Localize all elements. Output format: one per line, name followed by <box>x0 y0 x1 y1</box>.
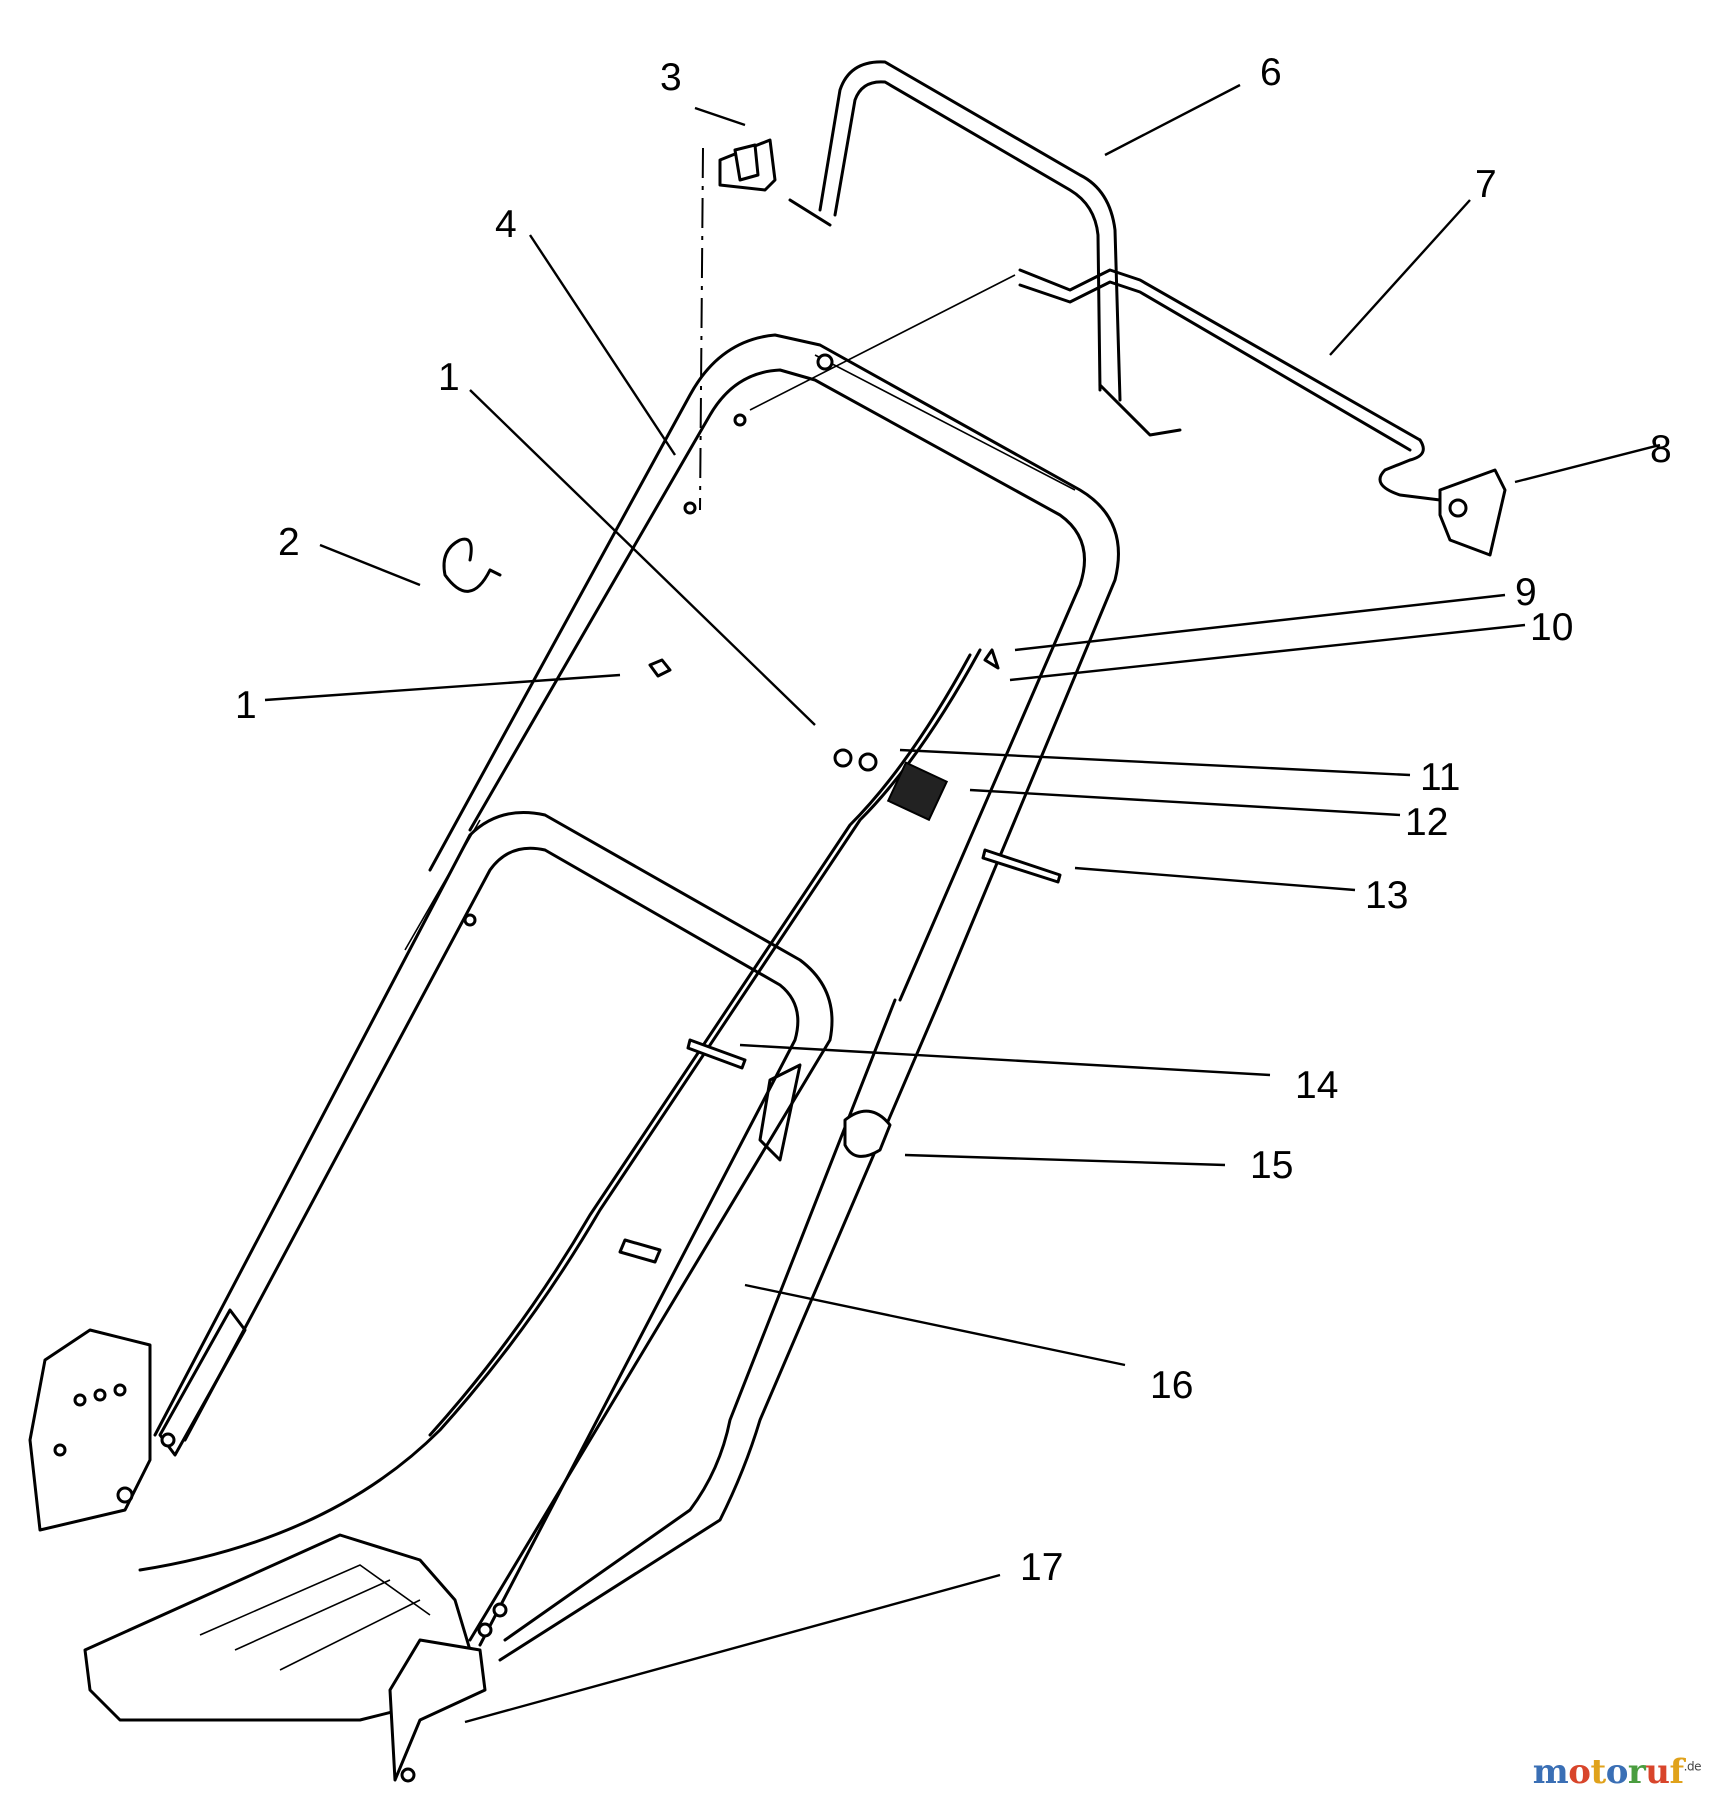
callout-4: 3 <box>660 56 682 99</box>
callout-9: 9 <box>1515 571 1537 614</box>
knob-15 <box>843 1109 892 1158</box>
control-rod <box>749 268 1442 502</box>
callout-1-lower: 1 <box>235 684 257 727</box>
callout-15: 15 <box>1250 1144 1293 1187</box>
callout-2: 2 <box>278 521 300 564</box>
watermark-letter: r <box>1627 1752 1646 1792</box>
control-cable <box>138 648 982 1572</box>
clip-9 <box>983 648 1000 670</box>
lower-handle <box>153 811 942 1662</box>
cable-clamp-12 <box>886 761 949 822</box>
hardware <box>442 537 1062 1158</box>
bail-bar <box>788 60 1182 437</box>
nut-1 <box>648 658 672 678</box>
watermark-letter: t <box>1590 1752 1606 1792</box>
callout-13: 13 <box>1365 874 1408 917</box>
watermark-letter: m <box>1532 1752 1569 1792</box>
watermark-letter: u <box>1645 1752 1670 1792</box>
bolt-14 <box>686 1038 747 1070</box>
callout-10: 10 <box>1530 606 1573 649</box>
callout-16: 16 <box>1150 1364 1193 1407</box>
callouts: 3 6 7 4 1 8 2 9 10 1 11 12 13 14 15 16 1… <box>235 51 1672 1589</box>
bail-bracket <box>699 138 777 511</box>
callout-7: 7 <box>1475 163 1497 206</box>
callout-6: 6 <box>1260 51 1282 94</box>
upper-handle <box>428 333 1120 1002</box>
height-adjust-plate <box>28 1328 152 1532</box>
grass-bag <box>83 1533 487 1783</box>
washer-11 <box>858 752 878 772</box>
callout-8: 8 <box>1650 428 1672 471</box>
watermark-letter: o <box>1568 1752 1591 1792</box>
callout-12: 12 <box>1405 801 1448 844</box>
watermark-letter: f <box>1669 1752 1685 1792</box>
callout-3: 4 <box>495 203 517 246</box>
watermark-suffix: .de <box>1683 1759 1702 1774</box>
nut-11 <box>833 748 853 768</box>
watermark-logo: motoruf.de <box>1532 1752 1702 1792</box>
callout-14: 14 <box>1295 1064 1338 1107</box>
callout-1-upper: 1 <box>438 356 460 399</box>
watermark-letter: o <box>1605 1752 1629 1792</box>
control-bracket <box>1438 468 1507 557</box>
bolt-13 <box>981 848 1062 884</box>
callout-11: 11 <box>1420 756 1461 799</box>
callout-17: 17 <box>1020 1546 1063 1589</box>
leader-lines <box>264 83 1661 1724</box>
